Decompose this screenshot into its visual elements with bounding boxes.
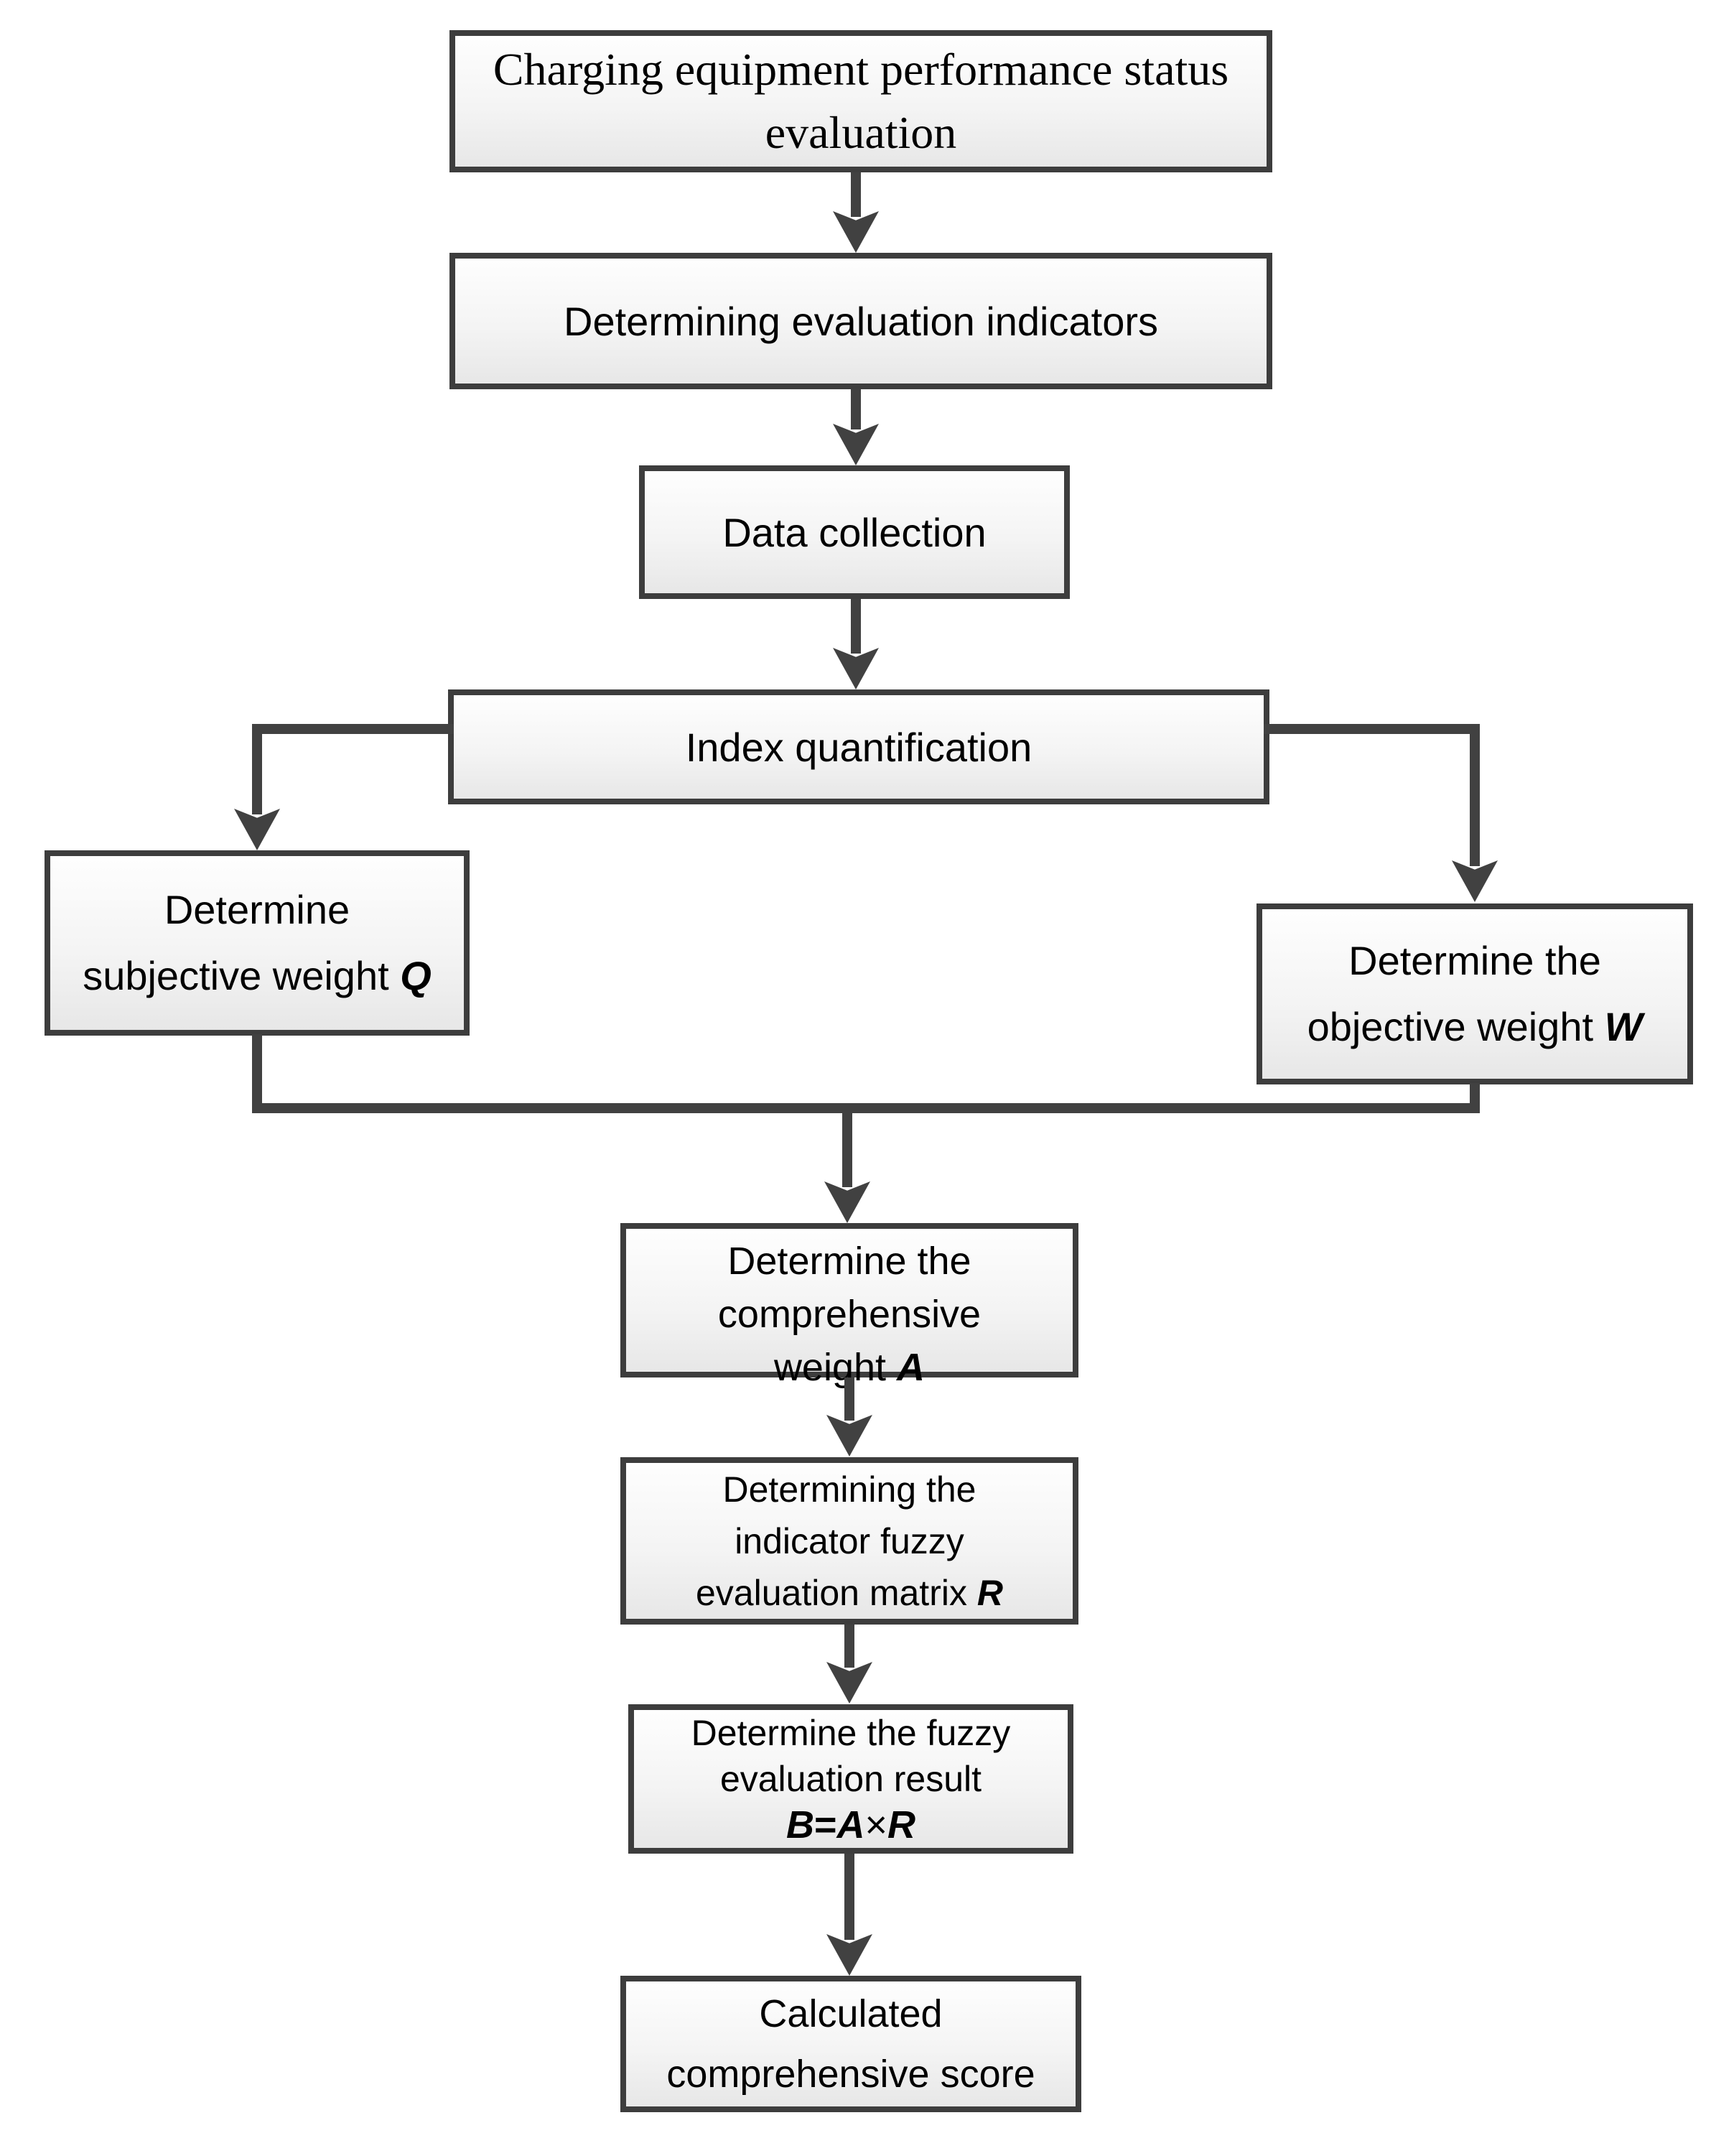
node-label-line: comprehensive score [666,2053,1035,2096]
node-performance-evaluation: Charging equipment performance status ev… [449,30,1282,181]
arrow-comprehensive-to-matrix [826,1377,872,1456]
node-label-text: evaluation matrix [696,1572,967,1613]
connector-merge-horizontal [252,1103,1480,1113]
node-label: Charging equipment performance status ev… [493,44,1229,158]
node-label-line: weight A [774,1341,925,1394]
node-label: Data collection [722,509,987,555]
arrow-shaft [851,172,861,217]
arrowhead-icon [826,1934,872,1976]
equals-sign: = [813,1803,837,1846]
arrow-shaft [844,1625,854,1668]
node-label-line: Determine [164,887,350,932]
node-label-line: subjective weight Q [83,943,432,1009]
symbol-a: A [836,1803,865,1846]
symbol-w: W [1604,1004,1643,1049]
node-label-line: evaluation matrix R [696,1567,1003,1619]
arrowhead-icon [234,809,280,850]
arrowhead-icon [826,1662,872,1704]
node-fuzzy-matrix: Determining the indicator fuzzy evaluati… [620,1457,1088,1633]
arrowhead-icon [1452,860,1498,902]
node-label-line: indicator fuzzy [735,1520,964,1561]
node-label: Determining evaluation indicators [564,298,1158,344]
connector-objective-horizontal [1264,724,1480,734]
arrow-to-objective-weight [1452,724,1498,902]
arrow-shaft [844,1377,854,1421]
arrow-data-to-quantification [833,599,879,689]
symbol-r: R [887,1803,916,1846]
connector-subjective-down [252,1034,262,1113]
arrow-shaft [252,724,262,814]
arrowhead-icon [826,1415,872,1456]
node-label-text: subjective weight [83,953,389,998]
node-comprehensive-weight: Determine the comprehensive weight A [620,1223,1088,1389]
node-objective-weight: Determine the objective weight W [1257,903,1703,1093]
arrowhead-icon [833,424,879,465]
arrow-shaft [1470,724,1480,866]
arrow-to-subjective-weight [234,724,280,850]
multiply-sign: × [864,1803,888,1846]
arrow-merge-to-comprehensive [824,1113,870,1223]
node-label-text: objective weight [1307,1004,1594,1049]
node-label-line: Determine the [1348,938,1601,983]
node-label-line: Determine the fuzzy [691,1713,1011,1753]
node-label: Index quantification [685,724,1032,770]
arrow-shaft [842,1113,852,1187]
node-evaluation-indicators: Determining evaluation indicators [449,253,1282,398]
symbol-q: Q [400,953,432,998]
node-subjective-weight: Determine subjective weight Q [45,850,480,1044]
node-data-collection: Data collection [639,465,1080,608]
node-label-line: comprehensive [717,1293,982,1336]
node-fuzzy-result: Determine the fuzzy evaluation result B=… [628,1704,1083,1862]
node-comprehensive-score: Calculated comprehensive score [620,1976,1091,2121]
node-formula: B=A×R [786,1802,915,1848]
symbol-r: R [976,1572,1003,1613]
node-label-text: weight [773,1346,887,1389]
arrow-shaft [851,599,861,654]
arrow-result-to-score [826,1854,872,1976]
node-label-line: Determining the [722,1469,976,1510]
connector-subjective-horizontal [252,724,454,734]
node-label-line: Calculated [759,1992,943,2035]
node-label-line: evaluation result [719,1759,982,1799]
node-label-line: objective weight W [1307,994,1643,1060]
arrowhead-icon [833,211,879,253]
node-label-line: Determine the [727,1240,971,1283]
node-index-quantification: Index quantification [448,689,1279,813]
arrow-shaft [844,1854,854,1940]
arrow-start-to-indicators [833,172,879,253]
arrow-indicators-to-data-collection [833,389,879,465]
arrow-matrix-to-result [826,1625,872,1704]
symbol-a: A [897,1346,926,1389]
symbol-b: B [785,1803,814,1846]
arrow-shaft [851,389,861,429]
arrowhead-icon [833,648,879,689]
arrowhead-icon [824,1181,870,1223]
